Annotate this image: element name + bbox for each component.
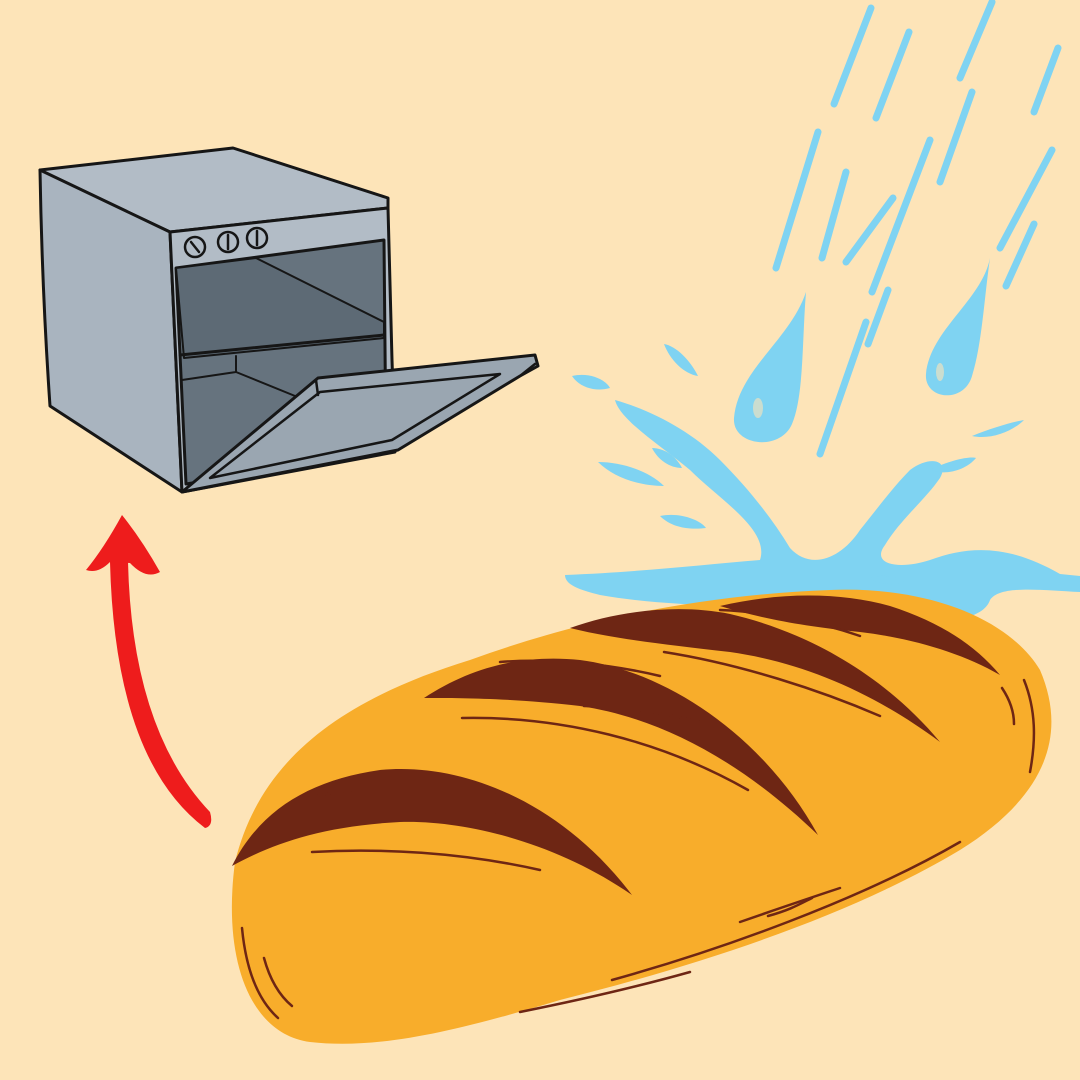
rain-streaks <box>772 0 1062 458</box>
rain-streak <box>1030 44 1062 116</box>
oven-door-window <box>208 372 502 480</box>
rain-streak <box>772 128 822 272</box>
rain-streak <box>872 28 913 122</box>
bread-score <box>424 658 818 835</box>
splash-drop <box>652 448 682 468</box>
rain-streak <box>996 146 1056 252</box>
rain-streak <box>936 88 976 186</box>
water-drop <box>925 258 990 396</box>
rain-streak <box>1002 220 1038 290</box>
rain-streak <box>956 0 996 82</box>
splash-drop <box>930 457 976 473</box>
knob-mark <box>189 240 201 254</box>
water-splash <box>565 344 1080 623</box>
highlight-line <box>718 608 862 638</box>
drop-highlight <box>936 363 944 381</box>
texture-line <box>738 886 842 924</box>
texture-line <box>766 896 814 918</box>
texture-line <box>240 926 280 1020</box>
highlight-line <box>582 704 702 724</box>
highlight-line <box>418 808 502 818</box>
splash-drop <box>664 344 698 376</box>
splash-drop <box>972 420 1024 438</box>
arrow-icon <box>86 515 212 828</box>
bread-highlights <box>290 608 882 872</box>
bread-icon <box>231 589 1052 1044</box>
oven-door <box>180 353 540 494</box>
texture-line <box>262 956 294 1008</box>
bread-texture <box>240 678 1036 1020</box>
drop-highlight <box>753 398 763 418</box>
texture-line <box>1000 686 1016 726</box>
oven-inner-edge <box>235 371 301 399</box>
rain-streak <box>818 168 850 262</box>
bread-score <box>232 768 632 895</box>
rain-streak <box>830 4 875 108</box>
splash-drop <box>870 575 904 585</box>
highlight-line <box>662 650 882 718</box>
bread-scores <box>232 595 1000 895</box>
splash-main <box>565 400 1080 623</box>
oven-knobs <box>183 226 269 259</box>
splash-drop <box>572 374 610 390</box>
bread-score <box>720 595 1000 675</box>
texture-line <box>610 840 962 982</box>
bread-score <box>570 609 940 742</box>
rain-streak <box>868 136 934 296</box>
arrow-head <box>86 515 160 575</box>
splash-drop <box>598 462 664 486</box>
oven-icon <box>38 146 540 494</box>
highlight-line <box>460 716 750 792</box>
rain-streak <box>864 286 892 348</box>
water-drop <box>733 292 806 443</box>
highlight-line <box>310 849 542 872</box>
rain-streak <box>842 194 897 266</box>
arrow-shaft <box>110 562 212 828</box>
oven-back-wall <box>175 257 385 359</box>
rain-streak <box>816 318 870 458</box>
oven-left-side <box>38 168 184 494</box>
highlight-line <box>498 659 662 678</box>
oven-door-handle <box>314 362 537 397</box>
splash-drop <box>660 514 706 529</box>
texture-line <box>518 970 692 1014</box>
water-icon <box>565 0 1080 623</box>
highlight-line <box>290 786 452 804</box>
oven-rack <box>178 333 386 357</box>
texture-line <box>1022 678 1036 774</box>
